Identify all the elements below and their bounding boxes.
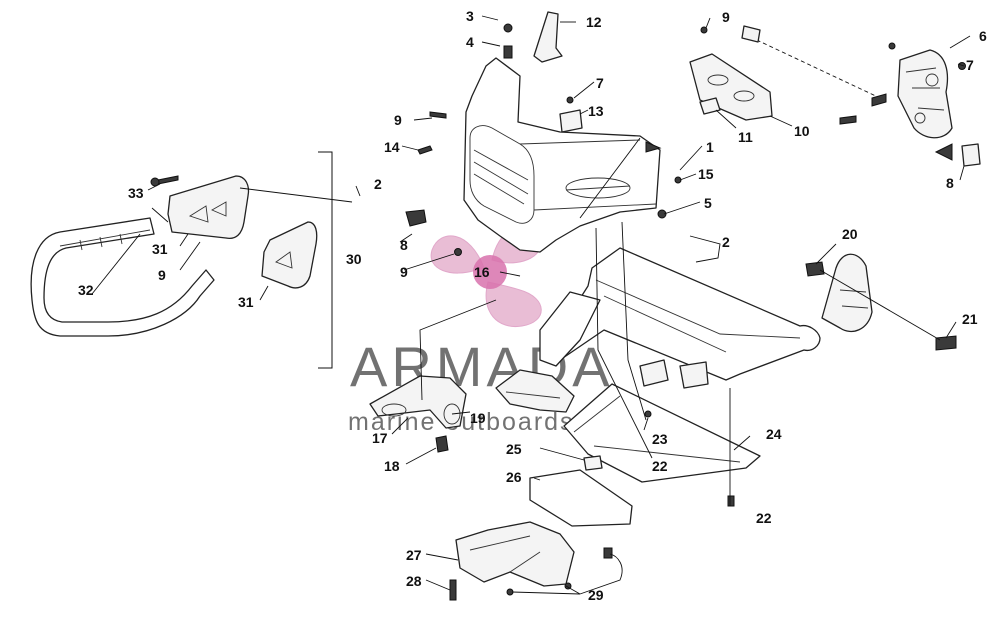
- bumper-part: [30, 217, 215, 337]
- callout-9-lower: 9: [400, 264, 408, 280]
- callout-8-left: 8: [400, 237, 408, 253]
- bumper-block-8b: [961, 143, 981, 167]
- callout-2-right: 2: [722, 234, 730, 250]
- callout-23: 23: [652, 431, 668, 447]
- callout-8-right: 8: [946, 175, 954, 191]
- callout-24: 24: [766, 426, 782, 442]
- hitch-bracket-20: [821, 253, 873, 333]
- callout-5: 5: [704, 195, 712, 211]
- callout-numbers: 3 4 12 7 13 9 14 9 6 7 11 10 1 15 5 8 2 …: [78, 8, 987, 603]
- callout-12: 12: [586, 14, 602, 30]
- callout-32: 32: [78, 282, 94, 298]
- callout-9-top: 9: [722, 9, 730, 25]
- callout-31-upper: 31: [152, 241, 168, 257]
- callout-4: 4: [466, 34, 474, 50]
- upper-right-components: [689, 25, 981, 167]
- callout-13: 13: [588, 103, 604, 119]
- callout-29: 29: [588, 587, 604, 603]
- frame-cross-member: [539, 291, 601, 367]
- callout-27: 27: [406, 547, 422, 563]
- guard-plate-26: [529, 469, 633, 527]
- bumper-plate-upper: [167, 175, 250, 240]
- clip-11: [699, 97, 721, 115]
- callout-22-center: 22: [652, 458, 668, 474]
- callout-28: 28: [406, 573, 422, 589]
- callout-14: 14: [384, 139, 400, 155]
- lower-components: [369, 369, 761, 601]
- bumper-plate-lower: [261, 221, 318, 289]
- leader-lines: [91, 15, 971, 595]
- callout-26: 26: [506, 469, 522, 485]
- callout-19: 19: [470, 410, 486, 426]
- callout-30: 30: [346, 251, 362, 267]
- front-bulkhead-assembly: [405, 11, 682, 256]
- callout-18: 18: [384, 458, 400, 474]
- callout-25: 25: [506, 441, 522, 457]
- callout-7-right: 7: [966, 57, 974, 73]
- callout-17: 17: [372, 430, 388, 446]
- control-arm-19: [495, 369, 575, 413]
- callout-21: 21: [962, 311, 978, 327]
- callout-16: 16: [474, 264, 490, 280]
- callout-2-left: 2: [374, 176, 382, 192]
- callout-7-center: 7: [596, 75, 604, 91]
- lower-bracket-27: [455, 521, 575, 587]
- callout-33: 33: [128, 185, 144, 201]
- steering-bracket-6: [897, 49, 953, 139]
- callout-31-lower: 31: [238, 294, 254, 310]
- callout-20: 20: [842, 226, 858, 242]
- callout-9-upper: 9: [394, 112, 402, 128]
- clip-25: [583, 455, 603, 471]
- callout-11: 11: [738, 129, 753, 145]
- mount-bracket-12: [533, 11, 563, 63]
- callout-3: 3: [466, 8, 474, 24]
- callout-10: 10: [794, 123, 810, 139]
- bulkhead-front-panel: [463, 57, 661, 253]
- callout-15: 15: [698, 166, 714, 182]
- skid-plate-24: [563, 383, 761, 483]
- callout-6: 6: [979, 28, 987, 44]
- mount-plate-13: [559, 109, 583, 133]
- main-frame-assembly: [539, 247, 957, 389]
- callout-22-right: 22: [756, 510, 772, 526]
- callout-1: 1: [706, 139, 714, 155]
- callout-9-left: 9: [158, 267, 166, 283]
- bumper-assembly-group: [30, 151, 333, 369]
